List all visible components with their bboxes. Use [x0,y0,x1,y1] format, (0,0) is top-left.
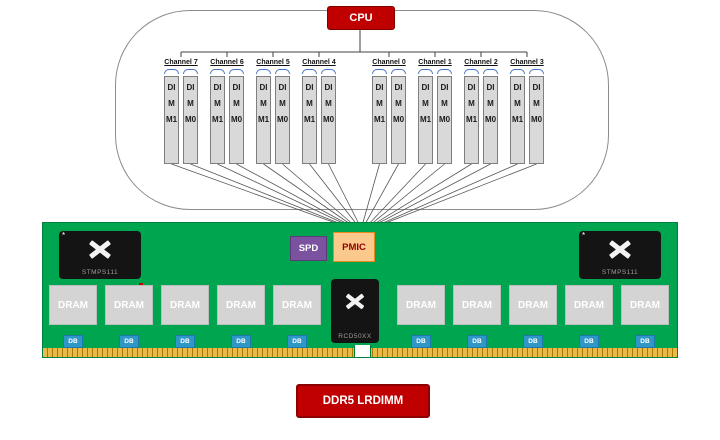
pmic-label: PMIC [342,241,366,253]
brace-icon [302,69,317,74]
chip-label: STMPS111 [601,269,639,276]
dimm-slot-0: DIMM0 [437,76,452,164]
dram-chip: DRAM [273,285,321,325]
chip-label: STMPS111 [81,269,119,276]
dram-chip: DRAM [453,285,501,325]
channel-label: Channel 2 [464,59,498,66]
dimm-slot-1: DIMM1 [256,76,271,164]
brace-icon [164,69,179,74]
dimm-slot-1: DIMM1 [302,76,317,164]
channel-label: Channel 3 [510,59,544,66]
dimm-slot-0: DIMM0 [483,76,498,164]
brace-icon [210,69,225,74]
data-buffer: DB [175,335,195,348]
brace-icon [529,69,544,74]
montage-x-logo-icon [607,237,633,261]
data-buffer: DB [523,335,543,348]
dimm-slot-1: DIMM1 [510,76,525,164]
dram-chip: DRAM [397,285,445,325]
brace-icon [372,69,387,74]
channel-group-3: Channel 3 DIMM1 DIMM0 [510,57,544,164]
brace-icon [464,69,479,74]
channel-group-4: Channel 4 DIMM1 DIMM0 [302,57,336,164]
module-title: DDR5 LRDIMM [322,395,404,407]
data-buffer: DB [411,335,431,348]
dimm-slot-0: DIMM0 [391,76,406,164]
module-title-box: DDR5 LRDIMM [296,384,430,418]
brace-icon [510,69,525,74]
channel-group-5: Channel 5 DIMM1 DIMM0 [256,57,290,164]
dram-chip: DRAM [49,285,97,325]
dimm-slot-0: DIMM0 [529,76,544,164]
brace-icon [418,69,433,74]
data-buffer: DB [579,335,599,348]
dimm-slot-1: DIMM1 [464,76,479,164]
montage-x-logo-icon [344,291,366,311]
dimm-slot-0: DIMM0 [183,76,198,164]
channel-group-2: Channel 2 DIMM1 DIMM0 [464,57,498,164]
channel-label: Channel 5 [256,59,290,66]
brace-icon [437,69,452,74]
data-buffer: DB [635,335,655,348]
dimm-slot-1: DIMM1 [210,76,225,164]
dimm-slot-1: DIMM1 [418,76,433,164]
lrdimm-board: * STMPS111 * STMPS111 SPD PMIC DRAM DRAM… [42,222,678,358]
stmps-chip-right: * STMPS111 [579,231,661,279]
key-notch [354,345,371,357]
channel-label: Channel 1 [418,59,452,66]
spd-chip: SPD [290,236,327,261]
dram-chip: DRAM [509,285,557,325]
cpu-label-box: CPU [327,6,395,30]
dimm-slot-1: DIMM1 [164,76,179,164]
data-buffer: DB [467,335,487,348]
brace-icon [183,69,198,74]
stmps-chip-left: * STMPS111 [59,231,141,279]
dram-chip: DRAM [105,285,153,325]
channel-group-1: Channel 1 DIMM1 DIMM0 [418,57,452,164]
dimm-slot-0: DIMM0 [321,76,336,164]
dimm-slot-0: DIMM0 [275,76,290,164]
pin1-mark-icon: * [62,231,66,240]
dram-chip: DRAM [565,285,613,325]
channel-group-6: Channel 6 DIMM1 DIMM0 [210,57,244,164]
cpu-label: CPU [349,12,373,24]
pin1-mark-icon: * [582,231,586,240]
rcd-chip: RCD50XX [331,279,379,343]
channel-label: Channel 6 [210,59,244,66]
data-buffer: DB [287,335,307,348]
chip-label: RCD50XX [338,333,372,340]
dram-chip: DRAM [217,285,265,325]
channel-group-7: Channel 7 DIMM1 DIMM0 [164,57,198,164]
channel-label: Channel 4 [302,59,336,66]
channel-label: Channel 0 [372,59,406,66]
brace-icon [483,69,498,74]
data-buffer: DB [63,335,83,348]
pmic-chip: PMIC [333,232,375,262]
brace-icon [256,69,271,74]
brace-icon [275,69,290,74]
brace-icon [229,69,244,74]
dimm-slot-1: DIMM1 [372,76,387,164]
data-buffer: DB [231,335,251,348]
spd-label: SPD [298,243,319,254]
brace-icon [321,69,336,74]
dram-chip: DRAM [161,285,209,325]
dimm-slot-0: DIMM0 [229,76,244,164]
channel-group-0: Channel 0 DIMM1 DIMM0 [372,57,406,164]
montage-x-logo-icon [87,237,113,261]
dram-chip: DRAM [621,285,669,325]
brace-icon [391,69,406,74]
channel-label: Channel 7 [164,59,198,66]
data-buffer: DB [119,335,139,348]
